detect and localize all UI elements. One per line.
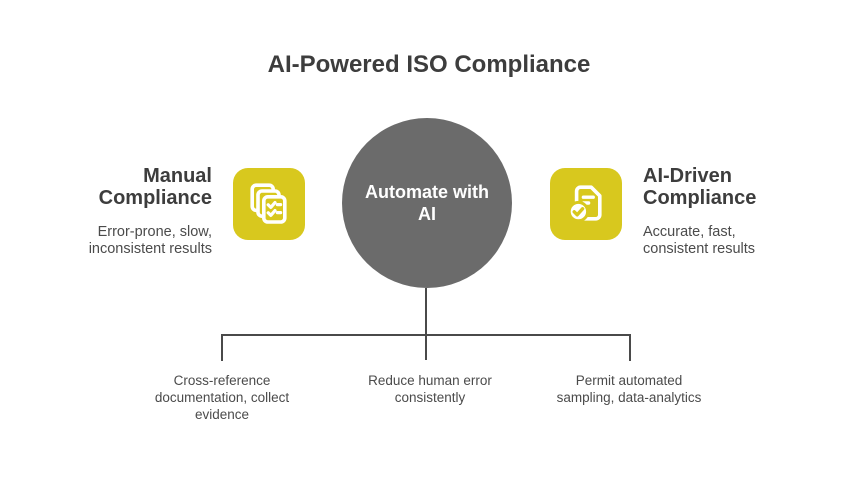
page-title: AI-Powered ISO Compliance: [267, 51, 591, 78]
manual-compliance-description: Error-prone, slow, inconsistent results: [42, 224, 212, 257]
branch1-line1: Reduce human error: [368, 373, 492, 388]
ai-driven-compliance-description: Accurate, fast, consistent results: [643, 224, 813, 257]
automate-with-ai-circle: Automate with AI: [342, 118, 512, 288]
manual-compliance-heading-line1: Manual: [143, 165, 212, 187]
horizontal-branch-line: [221, 334, 631, 336]
manual-compliance-block: Manual Compliance Error-prone, slow, inc…: [42, 165, 212, 257]
ai-driven-compliance-block: AI-Driven Compliance Accurate, fast, con…: [643, 165, 813, 257]
branch0-line3: evidence: [194, 407, 250, 422]
automate-with-ai-label: Automate with AI: [365, 181, 489, 225]
left-branch-tick: [221, 334, 223, 361]
branch2-line2: sampling, data-analytics: [556, 390, 702, 405]
branch0-line2: documentation, collect: [154, 390, 290, 405]
manual-compliance-desc-line1: Error-prone, slow,: [97, 224, 212, 240]
center-stem-line: [425, 288, 427, 360]
ai-driven-compliance-heading: AI-Driven Compliance: [643, 165, 813, 209]
branch-label-automated-sampling: Permit automated sampling, data-analytic…: [539, 372, 719, 406]
branch0-line1: Cross-reference: [173, 373, 271, 388]
branch-label-cross-reference: Cross-reference documentation, collect e…: [137, 372, 307, 423]
ai-driven-heading-line1: AI-Driven: [643, 165, 732, 187]
branch2-line1: Permit automated: [575, 373, 683, 388]
ai-driven-desc-line1: Accurate, fast,: [643, 224, 736, 240]
checklist-stack-icon: [233, 168, 305, 240]
right-branch-tick: [629, 334, 631, 361]
manual-compliance-heading: Manual Compliance: [42, 165, 212, 209]
branch-label-reduce-error: Reduce human error consistently: [350, 372, 510, 406]
ai-driven-desc-line2: consistent results: [643, 240, 756, 257]
document-check-icon: [550, 168, 622, 240]
branch1-line2: consistently: [394, 390, 466, 405]
ai-driven-heading-line2: Compliance: [643, 187, 757, 209]
manual-compliance-heading-line2: Compliance: [98, 187, 212, 209]
automate-label-line2: AI: [418, 204, 436, 224]
manual-compliance-desc-line2: inconsistent results: [88, 240, 212, 257]
automate-label-line1: Automate with: [365, 182, 489, 202]
